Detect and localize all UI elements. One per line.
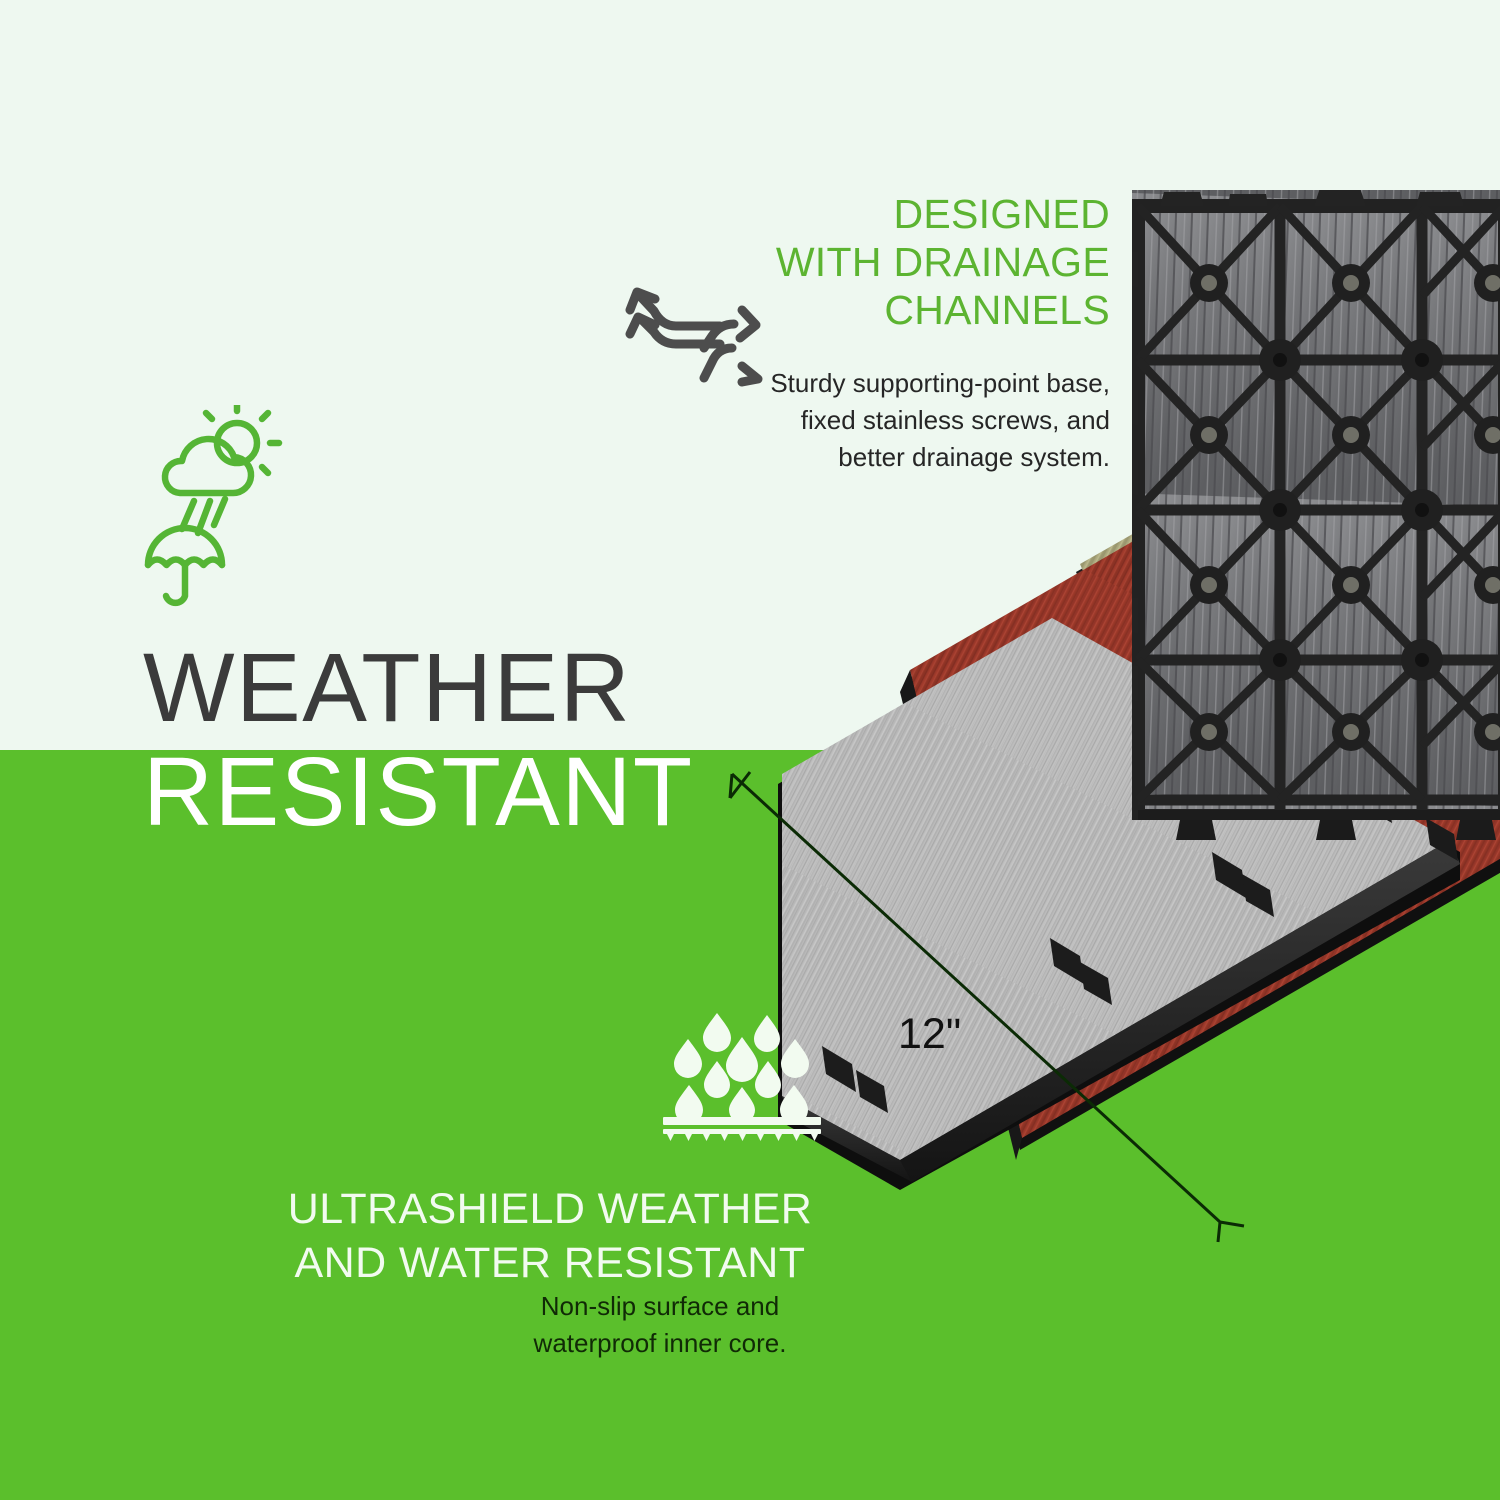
drainage-heading-line-3: CHANNELS	[884, 287, 1110, 333]
product-image-deck-tiles	[760, 180, 1500, 1190]
base-top-clips	[1160, 190, 1464, 206]
stainless-screws	[1201, 275, 1500, 740]
bottom-heading-line-1: ULTRASHIELD WEATHER	[287, 1185, 813, 1233]
page-title: WEATHER RESISTANT	[143, 636, 843, 844]
drainage-heading-line-2: WITH DRAINAGE	[775, 239, 1110, 285]
water-drops-on-surface-icon	[663, 1003, 821, 1141]
headline-line-2: RESISTANT	[143, 737, 694, 846]
drainage-heading: DESIGNED WITH DRAINAGE CHANNELS	[700, 190, 1110, 334]
sun-cloud-rain-umbrella-icon	[140, 402, 290, 610]
drainage-heading-line-1: DESIGNED	[893, 191, 1110, 237]
bottom-body-text: Non-slip surface and waterproof inner co…	[533, 1291, 787, 1358]
water-flow-arrows-icon	[624, 282, 790, 387]
base-side-clips	[1132, 252, 1138, 702]
headline-line-1: WEATHER	[143, 633, 632, 742]
dimension-label: 12"	[898, 1010, 962, 1058]
support-hubs	[1190, 264, 1500, 751]
tile-interlock-feet	[822, 852, 1274, 1113]
tile-base-grid	[1132, 190, 1500, 820]
bottom-heading-line-2: AND WATER RESISTANT	[294, 1239, 806, 1287]
bottom-heading: ULTRASHIELD WEATHER AND WATER RESISTANT	[180, 1182, 920, 1290]
drainage-body-text: Sturdy supporting-point base, fixed stai…	[770, 368, 1110, 472]
base-bottom-feet	[1176, 820, 1496, 840]
dimension-bracket-icon	[720, 770, 1260, 1250]
